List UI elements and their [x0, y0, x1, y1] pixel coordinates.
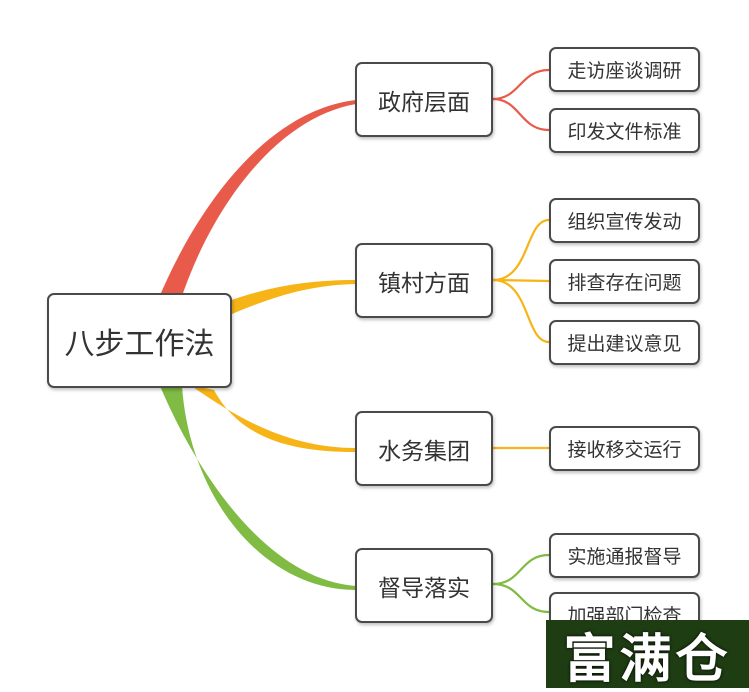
branch-node-dudao: 督导落实 — [355, 548, 493, 623]
leaf-node: 接收移交运行 — [549, 426, 700, 471]
leaf-node: 印发文件标准 — [549, 108, 700, 153]
leaf-node: 实施通报督导 — [549, 533, 700, 578]
watermark: 富满仓 — [546, 620, 749, 690]
connector-zhencun-leaf2 — [492, 278, 550, 283]
connector-zhencun-leaf3 — [492, 278, 550, 344]
leaf-node: 组织宣传发动 — [549, 198, 700, 243]
connector-zhencun-leaf1 — [492, 218, 550, 282]
connector-root-zhengfu — [158, 100, 356, 302]
connector-root-zhencun — [226, 280, 356, 314]
leaf-node: 走访座谈调研 — [549, 47, 700, 92]
leaf-node: 排查存在问题 — [549, 259, 700, 304]
branch-node-zhencun: 镇村方面 — [355, 243, 493, 318]
connector-root-shuiwu — [190, 385, 356, 452]
branch-node-shuiwu: 水务集团 — [355, 411, 493, 486]
connector-dudao-leaf2 — [492, 582, 550, 614]
connector-root-dudao — [160, 386, 356, 590]
watermark-text: 富满仓 — [563, 628, 732, 690]
branch-node-zhengfu: 政府层面 — [355, 62, 493, 137]
connector-zhengfu-leaf2 — [492, 97, 550, 132]
root-node: 八步工作法 — [47, 293, 232, 388]
connector-zhengfu-leaf1 — [492, 68, 550, 101]
connector-dudao-leaf1 — [492, 553, 550, 586]
leaf-node: 提出建议意见 — [549, 320, 700, 365]
